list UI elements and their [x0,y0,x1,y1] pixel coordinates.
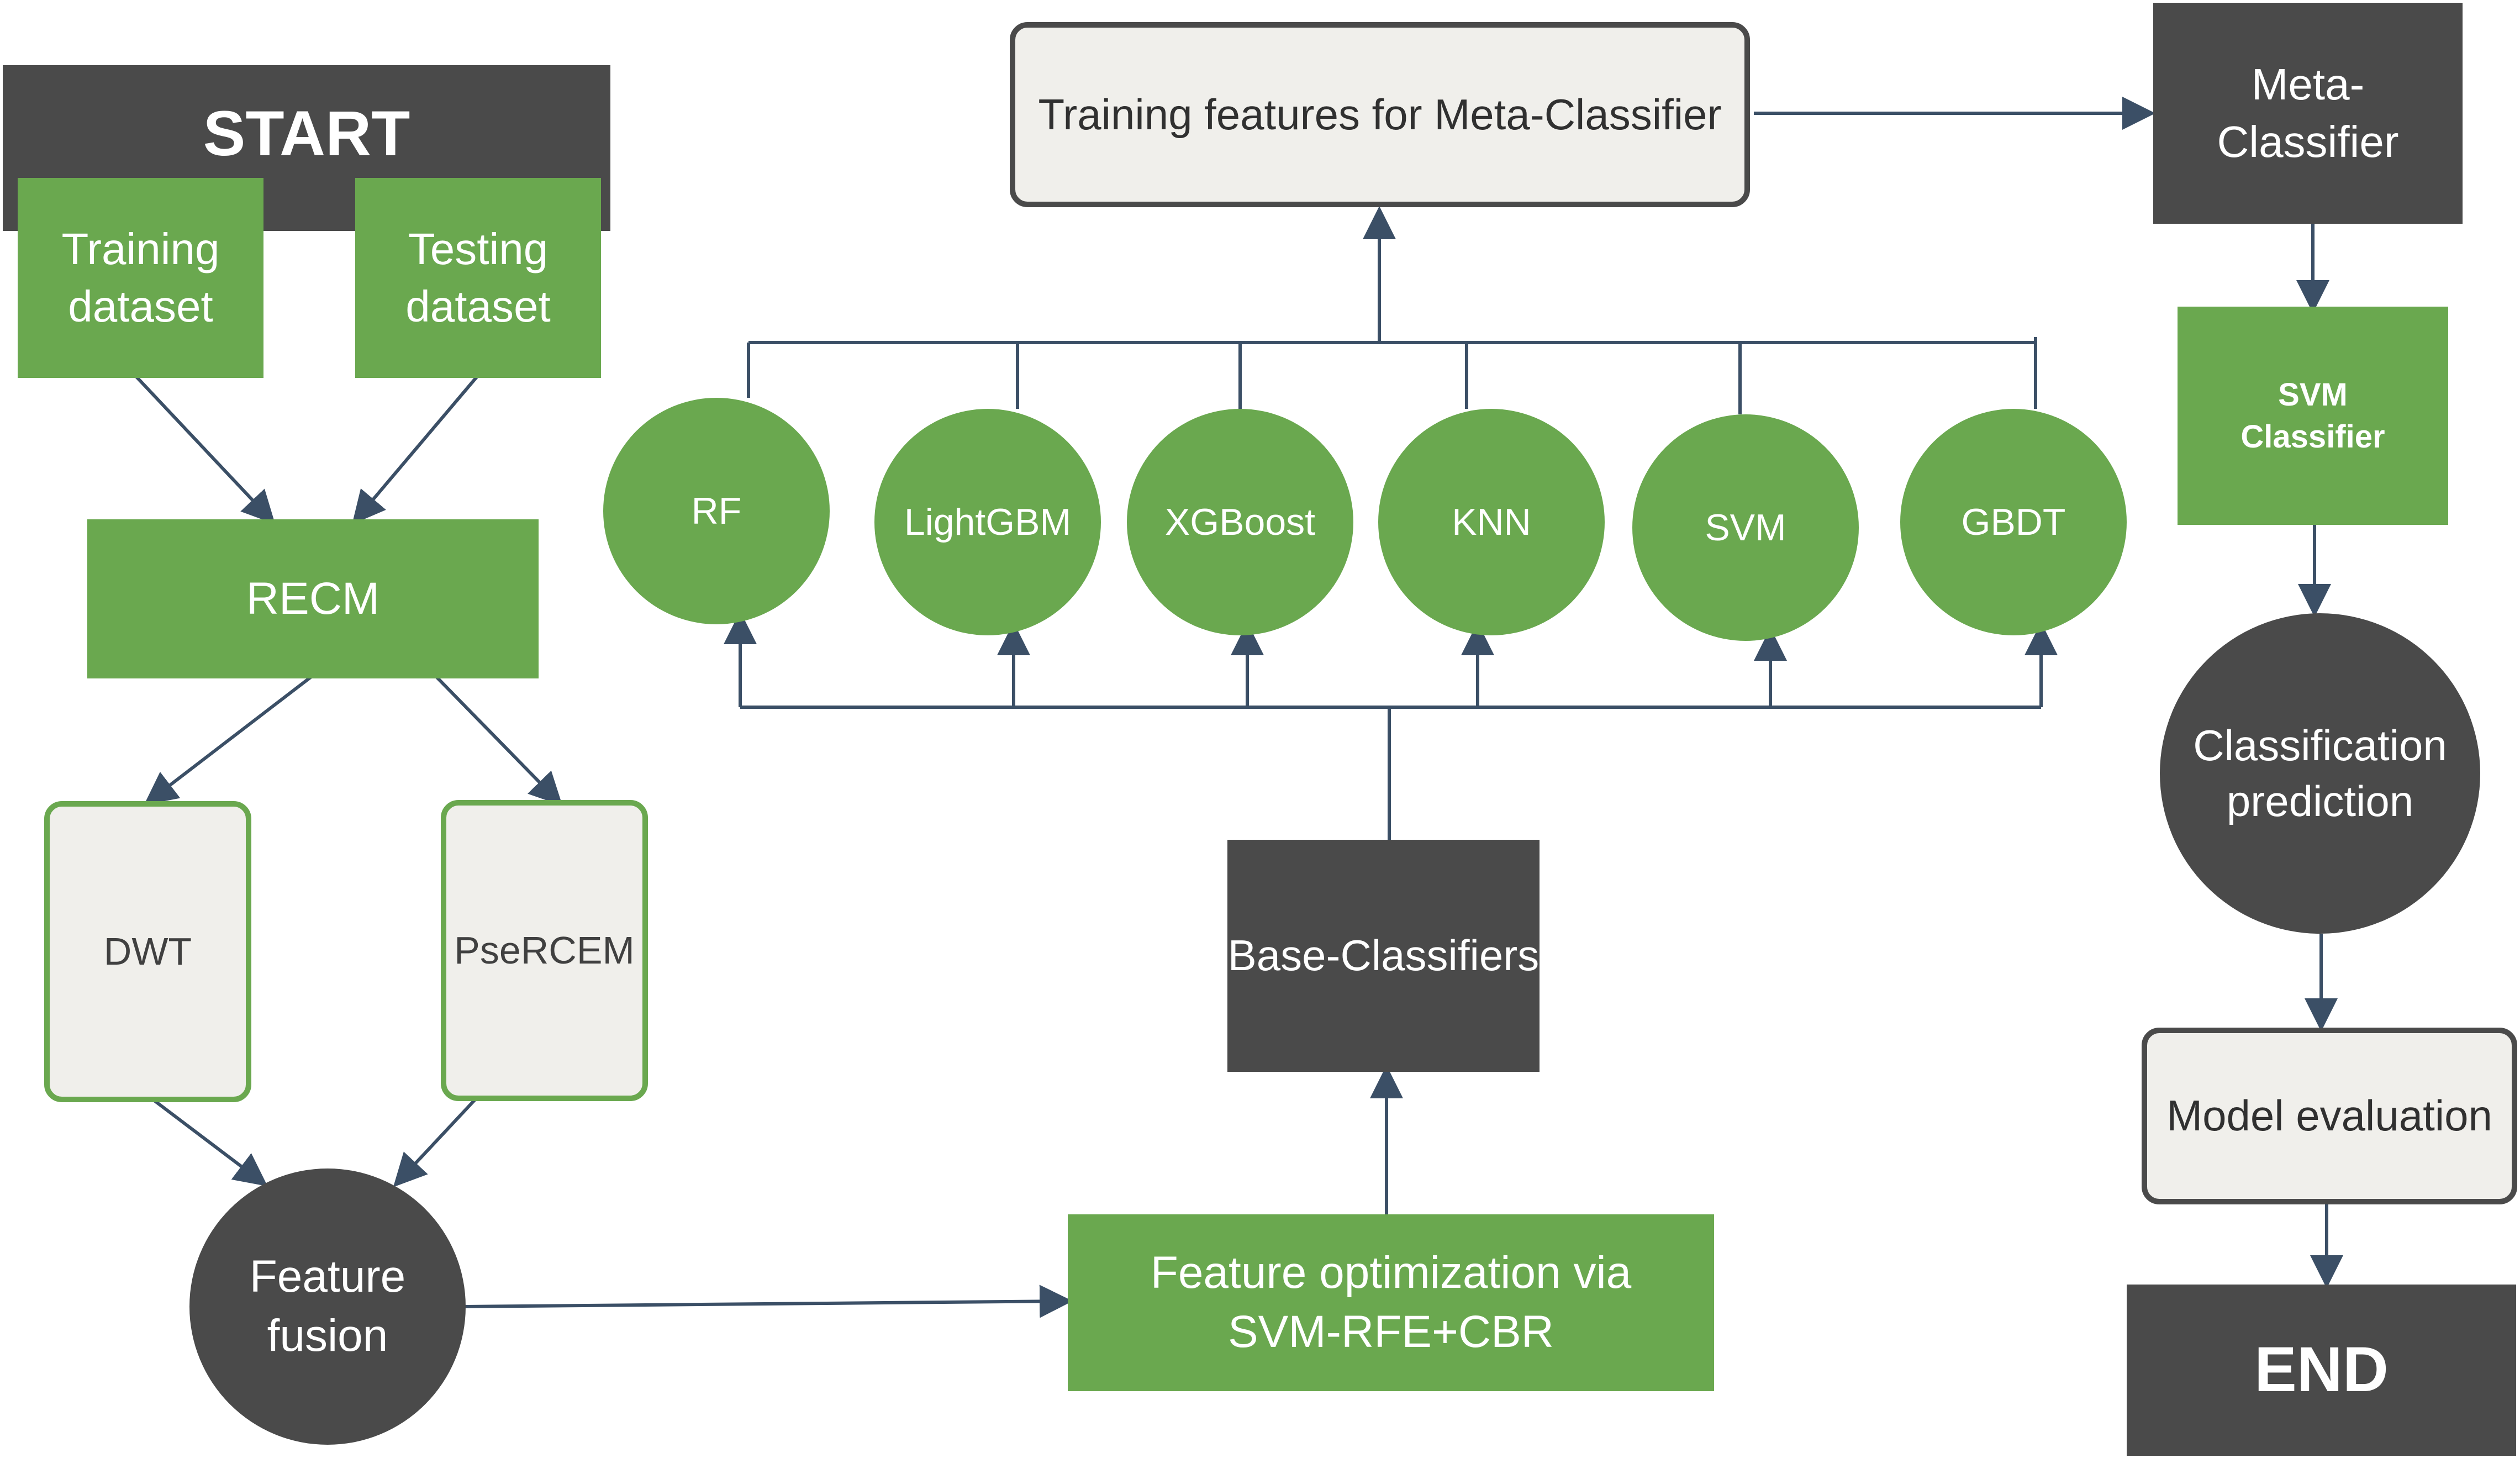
base-classifiers-node: Base-Classifiers [1227,840,1540,1072]
base-model-xgboost: XGBoost [1127,409,1353,635]
base-model-label: RF [691,489,742,532]
svm-classifier-label: SVM Classifier [2240,377,2385,455]
svm-classifier-node: SVM Classifier [2178,307,2448,525]
arrow-training-to-recm [134,374,276,524]
training-features-node: Training features for Meta-Classifier [1010,22,1750,207]
testing-dataset-node: Testing dataset [355,178,601,378]
meta-classifier-node: Meta-Classifier [2153,3,2463,224]
base-model-label: KNN [1452,501,1531,543]
base-model-label: GBDT [1961,501,2066,543]
classification-prediction-node: Classification prediction [2160,613,2480,934]
model-evaluation-label: Model evaluation [2166,1091,2492,1140]
recm-node: RECM [87,519,539,678]
base-model-rf: RF [603,398,830,624]
recm-label: RECM [246,573,380,624]
dwt-node: DWT [44,801,251,1102]
arrow-recm-to-dwt [144,672,316,806]
base-model-knn: KNN [1378,409,1605,635]
base-model-gbdt: GBDT [1900,409,2127,635]
feature-fusion-label: Feature fusion [249,1251,406,1361]
training-dataset-node: Training dataset [18,178,263,378]
feature-optimization-label: Feature optimization via SVM-RFE+CBR [1150,1248,1632,1357]
base-model-label: XGBoost [1164,501,1316,543]
training-features-label: Training features for Meta-Classifier [1038,90,1722,139]
base-model-lightgbm: LightGBM [874,409,1101,635]
feature-fusion-node: Feature fusion [189,1168,466,1445]
meta-classifier-label: Meta-Classifier [2217,60,2399,166]
training-dataset-label: Training dataset [61,224,220,331]
base-model-svm: SVM [1632,414,1859,641]
base-model-label: SVM [1705,506,1786,549]
base-model-label: LightGBM [904,501,1072,543]
testing-dataset-label: Testing dataset [405,224,551,331]
psercem-node: PseRCEM [441,800,648,1101]
classification-prediction-label: Classification prediction [2193,720,2447,825]
end-label: END [2254,1334,2389,1406]
arrow-recm-to-psercem [432,672,563,806]
arrow-testing-to-recm [352,375,479,525]
arrow-dwt-to-fusion [148,1095,268,1187]
base-classifiers-label: Base-Classifiers [1227,931,1540,980]
arrow-psercem-to-fusion [393,1095,479,1187]
dwt-label: DWT [103,930,192,973]
psercem-label: PseRCEM [454,929,635,972]
arrow-fusion-to-optimization [463,1285,1073,1318]
feature-optimization-node: Feature optimization via SVM-RFE+CBR [1068,1214,1714,1391]
start-label: START [203,98,410,169]
end-node: END [2127,1285,2516,1456]
model-evaluation-node: Model evaluation [2142,1028,2517,1204]
